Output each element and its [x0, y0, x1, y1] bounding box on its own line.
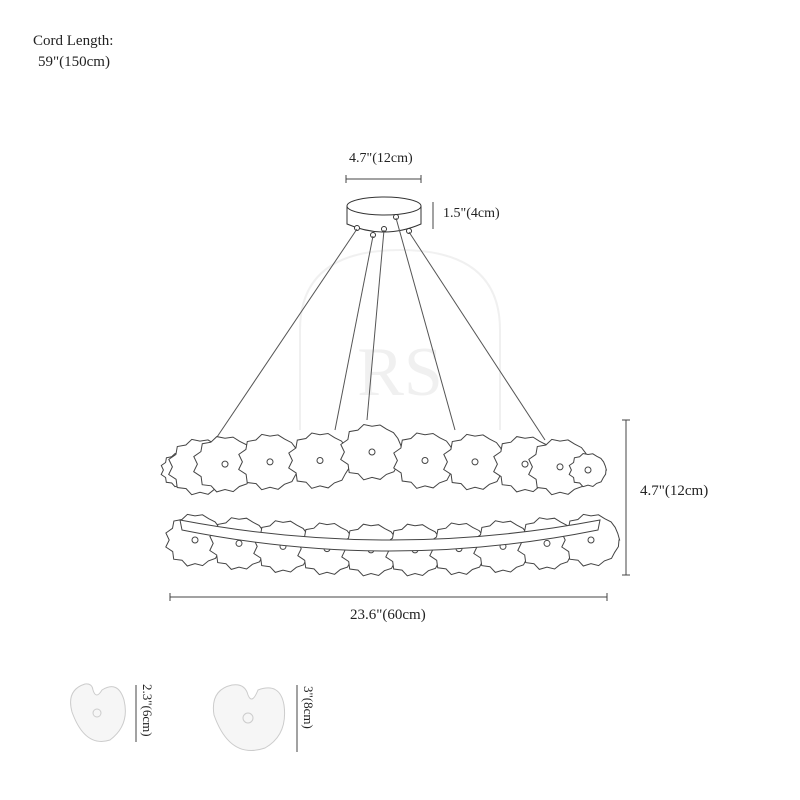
canopy-width-label: 4.7"(12cm)	[349, 151, 413, 166]
leaf-center	[368, 448, 376, 456]
leaf-center	[543, 539, 551, 547]
svg-text:RS: RS	[357, 334, 443, 411]
fixture-height-label: 4.7"(12cm)	[640, 483, 709, 499]
leaf-center	[556, 463, 564, 471]
fixture-width-label: 23.6"(60cm)	[350, 607, 426, 623]
cord-length-label: Cord Length:	[33, 33, 114, 49]
leaf-center	[521, 460, 529, 468]
canopy-width-dimension	[345, 175, 422, 183]
fixture-height-dimension	[622, 419, 630, 576]
leaf-center	[471, 458, 479, 466]
leaf-small-size-label: 2.3"(6cm)	[140, 684, 155, 737]
leaf-center	[316, 456, 324, 464]
leaf-small-image	[70, 683, 126, 742]
leaf-center	[587, 536, 595, 544]
leaf-ring	[160, 423, 621, 577]
leaf-center	[235, 539, 243, 547]
cord-length-value: 59"(150cm)	[38, 54, 110, 70]
canopy	[346, 196, 422, 238]
leaf-center	[421, 456, 429, 464]
leaf-center	[584, 466, 592, 474]
leaf-center	[266, 458, 274, 466]
suspension-cords	[214, 217, 546, 441]
leaf-center	[191, 536, 199, 544]
ring-band	[179, 519, 601, 552]
canopy-height-label: 1.5"(4cm)	[443, 206, 500, 221]
leaf-center	[221, 460, 229, 468]
leaf-large-image	[212, 684, 286, 752]
leaf-large-size-label: 3"(8cm)	[301, 686, 316, 729]
watermark: RS	[299, 248, 501, 430]
fixture-width-dimension	[169, 593, 608, 601]
